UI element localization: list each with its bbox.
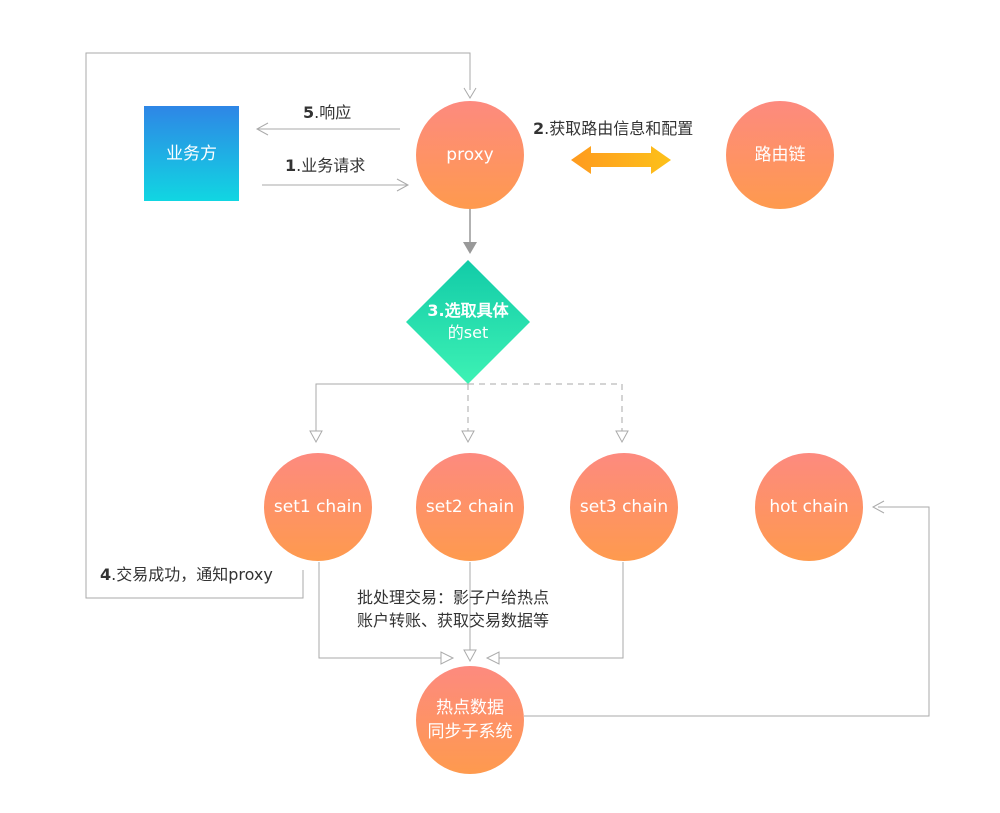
proxy-node-label: proxy xyxy=(446,145,494,165)
business-node: 业务方 xyxy=(144,106,239,201)
batch-processing-note: 批处理交易：影子户给热点 账户转账、获取交易数据等 xyxy=(357,586,549,632)
request-step-number: 1 xyxy=(285,156,297,175)
set2-to-sync-arrowhead xyxy=(463,649,477,663)
set1-chain-node: set1 chain xyxy=(264,453,372,561)
notify-loop-line xyxy=(85,52,471,599)
set3-chain-node: set3 chain xyxy=(570,453,678,561)
select-to-set3-arrowhead xyxy=(615,430,629,444)
route-double-arrow xyxy=(571,146,671,174)
select-set-label-line2: 的set xyxy=(447,323,489,342)
router-chain-label: 路由链 xyxy=(754,145,806,165)
response-edge-label: 5.响应 xyxy=(303,102,351,124)
hot-chain-node: hot chain xyxy=(755,453,863,561)
business-node-label: 业务方 xyxy=(166,143,217,164)
set2-chain-label: set2 chain xyxy=(425,497,515,517)
sync-to-hot-arrowhead xyxy=(871,500,885,514)
select-to-set2-arrowhead xyxy=(461,430,475,444)
response-step-number: 5 xyxy=(303,103,315,122)
set1-chain-label: set1 chain xyxy=(273,497,363,517)
sync-to-hot-line xyxy=(524,506,930,717)
sync-label-line2: 同步子系统 xyxy=(427,722,513,742)
route-info-edge-label: 2.获取路由信息和配置 xyxy=(533,118,693,140)
batch-note-line1: 批处理交易：影子户给热点 xyxy=(357,588,550,607)
notify-text: .交易成功，通知proxy xyxy=(111,565,273,584)
router-chain-node: 路由链 xyxy=(726,101,834,209)
set2-chain-node: set2 chain xyxy=(416,453,524,561)
request-edge-label: 1.业务请求 xyxy=(285,155,365,177)
hot-data-sync-node: 热点数据 同步子系统 xyxy=(416,666,524,774)
response-text: .响应 xyxy=(314,103,352,122)
set1-to-sync-line xyxy=(318,562,450,659)
set3-chain-label: set3 chain xyxy=(579,497,669,517)
select-set-diamond xyxy=(406,260,530,384)
response-arrowhead xyxy=(255,122,269,136)
select-to-set1-line xyxy=(315,383,468,432)
request-text: .业务请求 xyxy=(296,156,366,175)
notify-edge-label: 4.交易成功，通知proxy xyxy=(100,564,273,586)
proxy-node: proxy xyxy=(416,101,524,209)
sync-label-line1: 热点数据 xyxy=(436,698,504,718)
set1-to-sync-arrowhead xyxy=(440,651,455,665)
set3-to-sync-arrowhead xyxy=(485,651,500,665)
request-arrowhead xyxy=(396,178,410,192)
route-info-text: .获取路由信息和配置 xyxy=(544,119,694,138)
hot-chain-label: hot chain xyxy=(769,497,849,517)
route-info-step-number: 2 xyxy=(533,119,545,138)
batch-note-line2: 账户转账、获取交易数据等 xyxy=(357,611,550,630)
select-to-set1-arrowhead xyxy=(309,430,323,444)
set3-to-sync-line xyxy=(490,562,624,659)
notify-step-number: 4 xyxy=(100,565,112,584)
select-set-label-line1: 3.选取具体 xyxy=(427,301,509,320)
proxy-to-select-arrowhead xyxy=(463,242,477,254)
notify-arrowhead xyxy=(463,87,477,99)
select-set-node: 3.选取具体 的set xyxy=(406,260,530,384)
select-to-set3-line xyxy=(468,383,623,432)
